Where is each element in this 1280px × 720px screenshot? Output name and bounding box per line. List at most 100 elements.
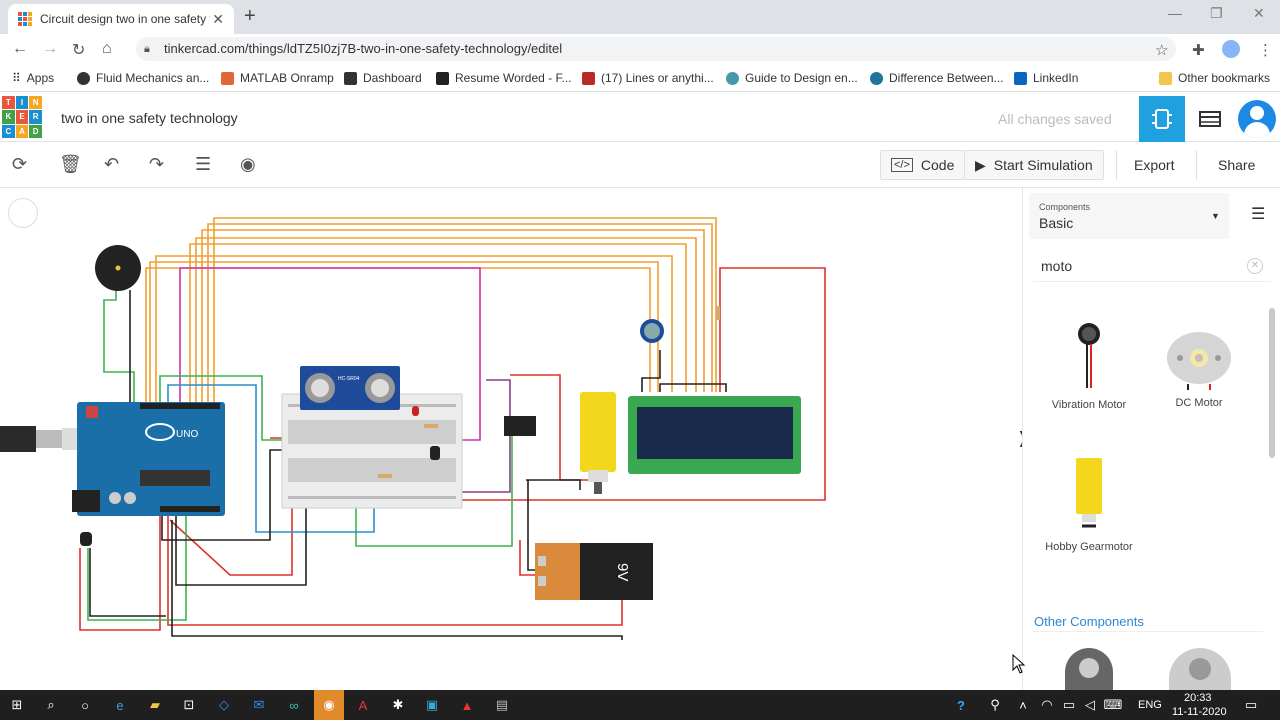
circuit-view-button[interactable] — [1139, 96, 1185, 142]
search-icon[interactable]: ⌕ — [47, 697, 55, 712]
extensions-icon[interactable]: ✚ — [1192, 42, 1205, 59]
hobby-gearmotor-icon — [1076, 458, 1102, 528]
other-bookmarks[interactable]: Other bookmarks — [1159, 71, 1270, 85]
component-vibration-motor[interactable]: Vibration Motor — [1034, 322, 1144, 411]
other-components-heading[interactable]: Other Components — [1034, 614, 1144, 629]
circuit-canvas[interactable]: UNO HC-SR04 — [0, 188, 1029, 690]
bookmark-star-icon[interactable]: ☆ — [1155, 42, 1169, 59]
acrobat-icon[interactable]: A — [358, 697, 368, 713]
start-simulation-button[interactable]: ▶ Start Simulation — [964, 150, 1104, 180]
nine-volt-battery — [535, 543, 580, 600]
component-hobby-gearmotor[interactable]: Hobby Gearmotor — [1034, 454, 1144, 553]
folder-icon — [1159, 71, 1172, 85]
circuit-drawing: UNO HC-SR04 — [0, 217, 826, 640]
component-dc-motor[interactable]: DC Motor — [1144, 328, 1254, 409]
back-icon[interactable]: ← — [12, 40, 28, 57]
help-icon[interactable]: ? — [957, 697, 965, 713]
file-explorer-icon[interactable]: ▰ — [150, 697, 160, 712]
component-category-dropdown[interactable]: Components Basic ▼ — [1029, 193, 1229, 239]
rotate-icon[interactable]: ⟳ — [12, 154, 28, 174]
store-icon[interactable]: ⊡ — [183, 697, 195, 712]
cortana-icon[interactable]: ○ — [81, 697, 89, 713]
bookmark-dashboard[interactable]: Dashboard — [344, 71, 422, 85]
matlab-taskbar-icon[interactable]: ▲ — [460, 697, 474, 713]
redo-icon[interactable]: ↷ — [149, 154, 165, 174]
arduino-label: UNO — [176, 429, 198, 440]
bookmark-guide-design[interactable]: Guide to Design en... — [726, 71, 858, 85]
volume-icon[interactable]: ◁ — [1085, 697, 1095, 712]
quora-icon — [582, 71, 595, 85]
reload-icon[interactable]: ↻ — [72, 42, 86, 59]
dashboard-icon — [344, 71, 357, 85]
language-indicator[interactable]: ENG — [1138, 699, 1162, 711]
app-window-icon[interactable]: ▣ — [425, 697, 439, 712]
home-icon[interactable]: ⌂ — [102, 40, 112, 57]
minimize-icon[interactable]: — — [1168, 5, 1182, 21]
clock-date[interactable]: 11-11-2020 — [1172, 706, 1227, 718]
bookmark-matlab[interactable]: MATLAB Onramp — [221, 71, 334, 85]
blue-wire-group — [167, 384, 375, 533]
menu-dots-icon[interactable]: ⋮ — [1258, 42, 1273, 59]
fit-view-icon[interactable] — [8, 198, 38, 228]
other-component-thumbnail[interactable] — [1169, 648, 1231, 690]
clear-search-icon[interactable]: ✕ — [1247, 258, 1263, 274]
bookmark-favicon-icon — [77, 71, 90, 85]
panel-scrollbar[interactable] — [1269, 308, 1275, 458]
dropbox-icon[interactable]: ◇ — [219, 697, 229, 712]
transistor — [430, 446, 440, 460]
bookmark-linkedin[interactable]: LinkedIn — [1014, 71, 1078, 85]
arduino-ide-icon[interactable]: ∞ — [289, 697, 299, 713]
url-field[interactable]: 🔒︎ tinkercad.com/things/ldTZ5I0zj7B-two-… — [136, 37, 1176, 61]
windows-start-icon[interactable]: ⊞ — [11, 697, 23, 712]
play-icon: ▶ — [975, 156, 986, 173]
dropdown-arrow-icon: ▼ — [1211, 211, 1220, 221]
new-tab-icon[interactable]: + — [244, 5, 256, 27]
bookmark-resume-worded[interactable]: Resume Worded - F... — [436, 71, 571, 85]
close-tab-icon[interactable]: ✕ — [212, 11, 224, 27]
visibility-icon[interactable]: ◉ — [240, 154, 256, 174]
battery-icon[interactable]: ▭ — [1062, 697, 1076, 712]
export-button[interactable]: Export — [1134, 157, 1175, 173]
list-view-icon[interactable]: ☰ — [1251, 206, 1266, 223]
other-component-thumbnail[interactable] — [1065, 648, 1113, 690]
keyboard-icon[interactable]: ⌨ — [1103, 697, 1123, 712]
component-list-view-button[interactable] — [1187, 96, 1233, 142]
bookmark-apps[interactable]: ⠿Apps — [12, 71, 55, 85]
app-tile-icon[interactable]: ▤ — [495, 697, 509, 712]
profile-avatar[interactable] — [1222, 40, 1240, 58]
delete-icon[interactable]: 🗑︎ — [59, 154, 82, 174]
undo-icon[interactable]: ↶ — [104, 154, 120, 174]
notifications-icon[interactable]: ▭ — [1244, 697, 1258, 712]
component-search-input[interactable] — [1033, 252, 1233, 280]
bookmark-quora[interactable]: (17) Lines or anythi... — [582, 71, 714, 85]
chrome-icon[interactable]: ◉ — [314, 690, 344, 720]
project-title[interactable]: two in one safety technology — [61, 110, 238, 126]
code-button[interactable]: </> Code — [880, 150, 966, 180]
bookmark-fluid-mechanics[interactable]: Fluid Mechanics an... — [77, 71, 209, 85]
bookmark-difference-between[interactable]: Difference Between... — [870, 71, 1004, 85]
svg-text:HC-SR04: HC-SR04 — [338, 376, 360, 382]
address-bar-row: ← → ↻ ⌂ 🔒︎ tinkercad.com/things/ldTZ5I0z… — [0, 34, 1280, 64]
matlab-icon — [221, 71, 234, 85]
app-icon[interactable]: ✱ — [392, 697, 404, 712]
edge-icon[interactable]: e — [116, 697, 124, 713]
people-icon[interactable]: ⚲ — [990, 697, 1000, 712]
bookmarks-bar: ⠿Apps Fluid Mechanics an... MATLAB Onram… — [0, 64, 1280, 92]
notes-icon[interactable]: ☰ — [195, 154, 212, 174]
close-window-icon[interactable]: ✕ — [1253, 5, 1265, 21]
user-avatar[interactable] — [1238, 100, 1276, 138]
chevron-up-icon[interactable]: ˄ — [1019, 697, 1027, 713]
wifi-icon[interactable]: ◠ — [1041, 697, 1053, 712]
mail-icon[interactable]: ✉ — [253, 697, 265, 712]
tab-title: Circuit design two in one safety t — [40, 12, 210, 26]
circuit-view-icon — [1152, 109, 1172, 129]
browser-tab[interactable]: Circuit design two in one safety t ✕ — [8, 4, 234, 34]
maximize-icon[interactable]: ❐ — [1210, 5, 1223, 21]
share-button[interactable]: Share — [1218, 157, 1256, 173]
relay — [504, 416, 536, 436]
forward-icon[interactable]: → — [42, 40, 58, 57]
clock-time[interactable]: 20:33 — [1184, 692, 1212, 704]
vibration-motor-icon — [1078, 323, 1100, 388]
